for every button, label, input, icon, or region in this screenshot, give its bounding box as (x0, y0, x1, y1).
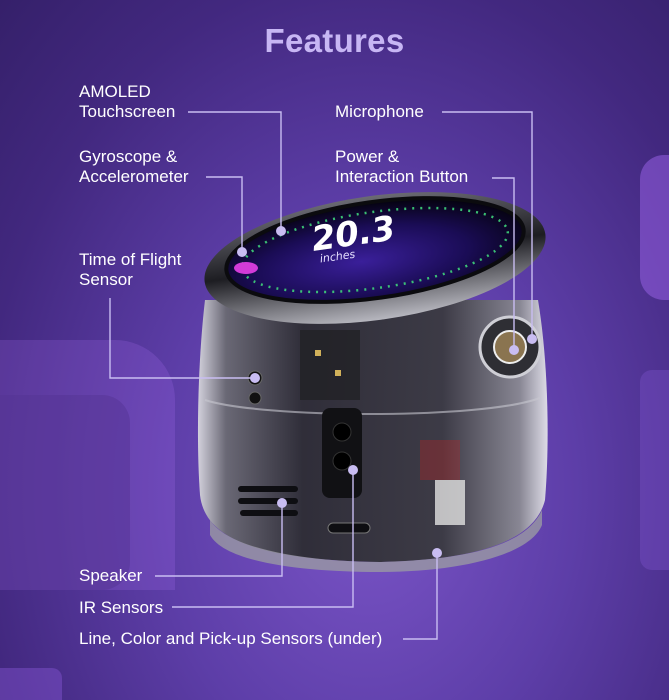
label-speaker: Speaker (79, 566, 143, 585)
label-ir-sensors: IR Sensors (79, 598, 164, 617)
page-title: Features (264, 22, 405, 59)
bg-shape-bottom-left (0, 668, 62, 700)
bg-shape-right-top (640, 155, 669, 300)
label-line-color-pickup-sensors: Line, Color and Pick-up Sensors (under) (79, 629, 383, 648)
label-power-interaction-button: Power & Interaction Button (335, 147, 469, 186)
label-gyroscope-accelerometer: Gyroscope & Accelerometer (79, 147, 189, 186)
screen-unit: inches (319, 248, 356, 266)
bg-shape-right-bottom (640, 370, 669, 570)
label-time-of-flight-sensor: Time of Flight Sensor (79, 250, 182, 289)
bg-shape-left-band (0, 340, 175, 590)
label-amoled-touchscreen: AMOLED Touchscreen (79, 82, 176, 121)
bg-shape-left-block (0, 395, 130, 590)
label-microphone: Microphone (335, 102, 424, 121)
